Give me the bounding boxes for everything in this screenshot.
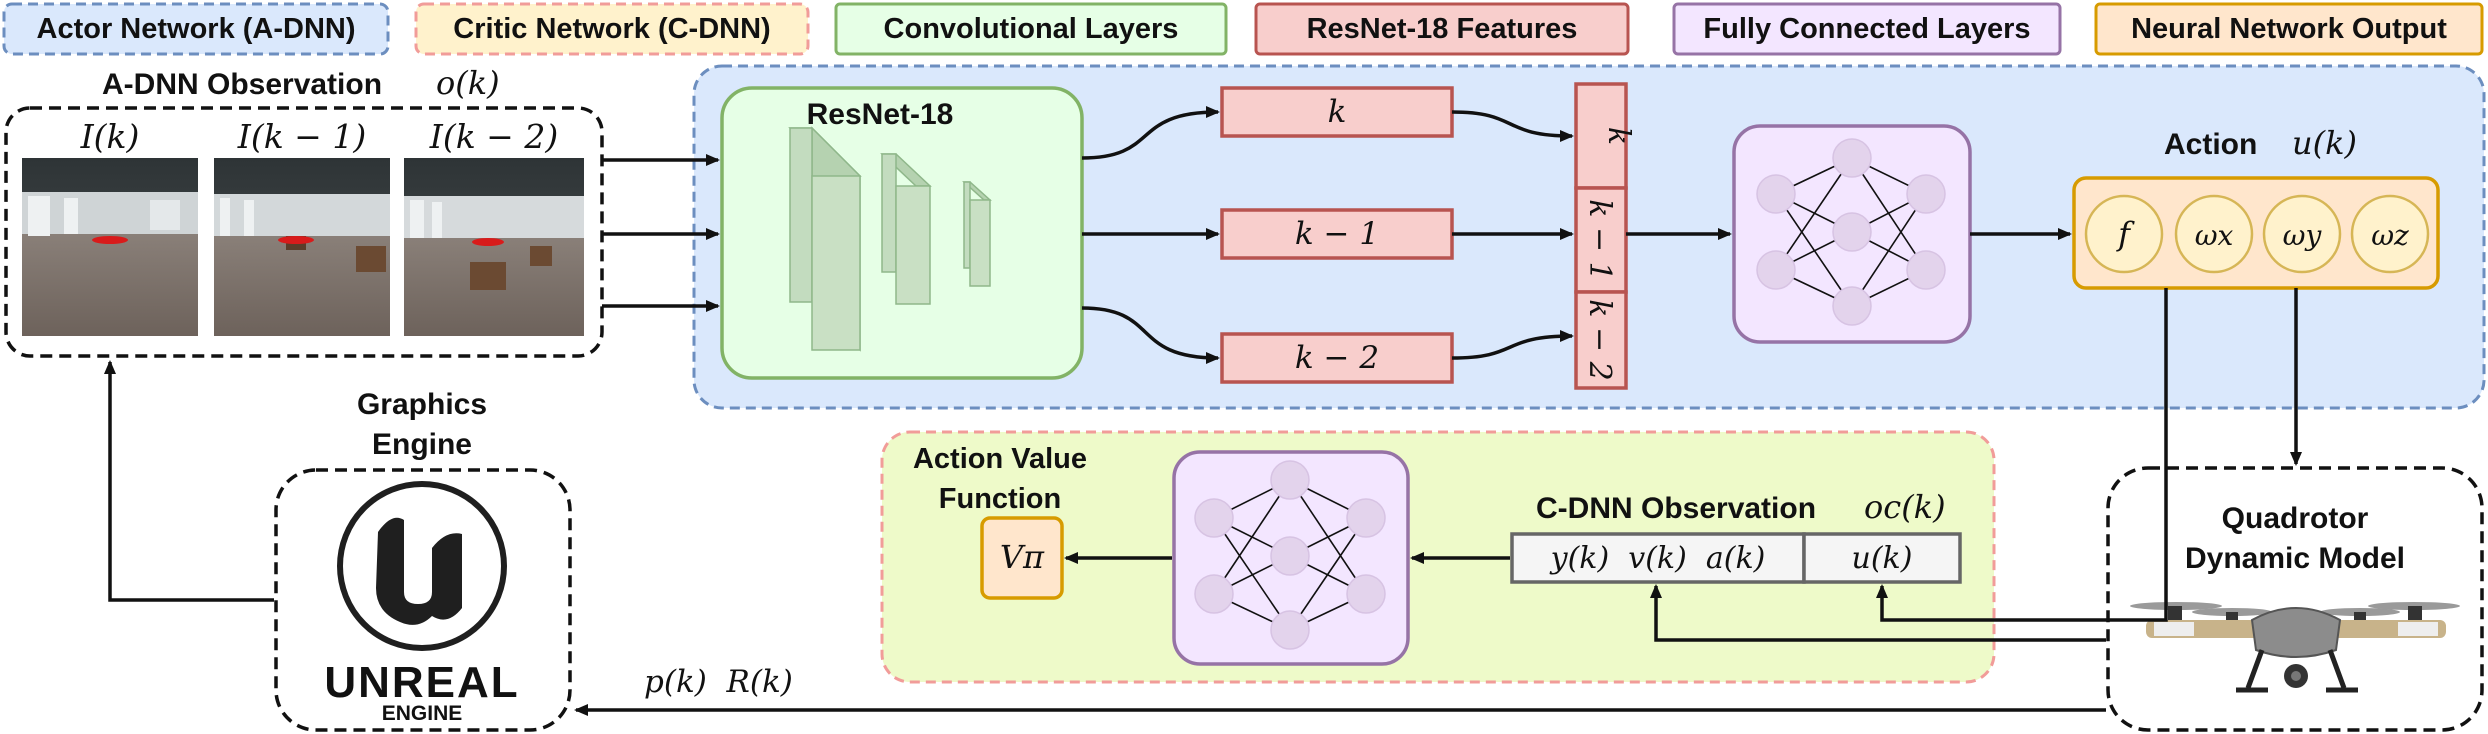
conv-layer-3 xyxy=(962,181,992,287)
action-symbol: u(k) xyxy=(2292,124,2357,162)
stacked-k: k xyxy=(1601,127,1636,145)
conv-layer-1 xyxy=(788,126,862,352)
conv-layer-2 xyxy=(880,153,932,305)
image-label-k1: I(k − 1) xyxy=(237,117,366,156)
legend-output-label: Neural Network Output xyxy=(2131,13,2447,45)
unreal-logo-line1: UNREAL xyxy=(324,658,519,707)
features-to-stack-arrows xyxy=(1451,110,1574,360)
stacked-k1: k − 1 xyxy=(1582,199,1617,280)
action-connections xyxy=(1650,288,2302,642)
legend-conv-label: Convolutional Layers xyxy=(884,13,1179,45)
output-omega-z: ωz xyxy=(2371,219,2409,252)
legend-actor-label: Actor Network (A-DNN) xyxy=(37,13,356,45)
legend-resnet: ResNet-18 Features xyxy=(1254,2,1630,56)
action-output: Action u(k) f ωx ωy ωz xyxy=(2072,124,2440,290)
cdnn-title: C-DNN Observation xyxy=(1536,492,1816,525)
legend-conv: Convolutional Layers xyxy=(834,2,1228,56)
legend: Actor Network (A-DNN) Critic Network (C-… xyxy=(2,2,2484,56)
cdnn-observation: C-DNN Observation oc(k) y(k) v(k) a(k) u… xyxy=(1510,488,1962,584)
legend-critic: Critic Network (C-DNN) xyxy=(414,2,810,56)
unreal-engine-logo: UNREAL ENGINE xyxy=(324,481,519,725)
unreal-logo-line2: ENGINE xyxy=(382,702,463,725)
critic-fc-block xyxy=(1172,450,1410,666)
resnet-block: ResNet-18 xyxy=(720,86,1084,380)
observation-to-resnet-arrows xyxy=(602,154,720,312)
actor-fc-neurons xyxy=(1756,138,1946,326)
resnet-title: ResNet-18 xyxy=(807,98,954,131)
camera-frame-k xyxy=(22,158,198,336)
image-label-k2: I(k − 2) xyxy=(429,117,558,156)
legend-actor: Actor Network (A-DNN) xyxy=(2,2,390,56)
feature-k: k xyxy=(1328,94,1347,130)
stacked-k2: k − 2 xyxy=(1582,299,1617,380)
camera-frame-k2 xyxy=(404,158,584,336)
quadrotor-line1: Quadrotor xyxy=(2222,502,2369,535)
value-title-line2: Function xyxy=(939,483,1061,515)
graphics-engine: Graphics Engine UNREAL ENGINE xyxy=(274,388,572,732)
legend-output: Neural Network Output xyxy=(2094,2,2484,56)
actor-fc-block xyxy=(1732,124,1972,344)
critic-fc-neurons xyxy=(1194,460,1386,650)
feature-k2: k − 2 xyxy=(1295,340,1379,376)
graphics-engine-line2: Engine xyxy=(372,428,472,461)
observation-title: A-DNN Observation xyxy=(102,68,382,101)
resnet-to-features-arrows xyxy=(1081,106,1220,364)
graphics-engine-line1: Graphics xyxy=(357,388,487,421)
feature-k1: k − 1 xyxy=(1295,216,1379,252)
legend-resnet-label: ResNet-18 Features xyxy=(1307,13,1578,45)
action-title: Action xyxy=(2164,128,2257,161)
value-symbol: Vπ xyxy=(1000,538,1045,576)
legend-critic-label: Critic Network (C-DNN) xyxy=(453,13,770,45)
output-omega-y: ωy xyxy=(2283,219,2323,252)
cdnn-symbol: oc(k) xyxy=(1864,488,1946,526)
engine-to-observation-arrow xyxy=(104,360,274,602)
image-label-k: I(k) xyxy=(80,117,140,156)
quadrotor-model: Quadrotor Dynamic Model xyxy=(2106,466,2484,732)
observation-symbol: o(k) xyxy=(436,64,500,102)
stacked-feature-vector: k k − 1 k − 2 xyxy=(1574,82,1636,390)
legend-fc-label: Fully Connected Layers xyxy=(1703,13,2030,45)
adnn-observation: A-DNN Observation o(k) I(k) I(k − 1) I(k… xyxy=(4,64,604,358)
cdnn-action-cell: u(k) xyxy=(1852,541,1913,576)
camera-frame-k1 xyxy=(214,158,390,336)
cdnn-state-cell: y(k) v(k) a(k) xyxy=(1549,541,1766,576)
quadrotor-line2: Dynamic Model xyxy=(2185,542,2405,575)
output-omega-x: ωx xyxy=(2195,219,2234,252)
legend-fc: Fully Connected Layers xyxy=(1672,2,2062,56)
action-value-function: Action Value Function Vπ xyxy=(913,443,1087,600)
drone-icon xyxy=(2130,602,2460,693)
feature-boxes: k k − 1 k − 2 xyxy=(1220,86,1454,384)
feedback-label: p(k) R(k) xyxy=(644,664,793,700)
value-title-line1: Action Value xyxy=(913,443,1087,475)
